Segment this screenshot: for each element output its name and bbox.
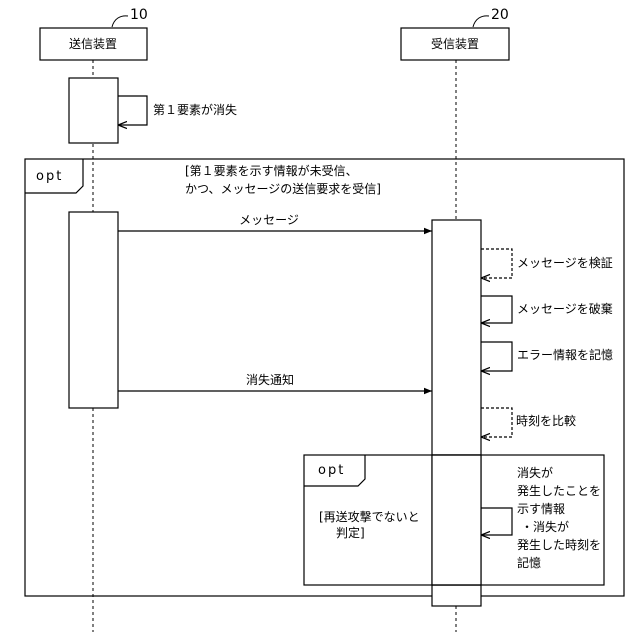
message-arrow-label: メッセージ <box>239 213 299 228</box>
self-message-lost-label: 第１要素が消失 <box>153 103 237 118</box>
receiver-activation-front <box>432 455 481 585</box>
self-message-store-label-line5: 発生した時刻を <box>517 538 601 553</box>
self-message-lost <box>118 96 147 125</box>
participant-sender-label: 送信装置 <box>69 37 117 52</box>
self-message-store <box>481 508 512 535</box>
participant-receiver-label: 受信装置 <box>431 37 479 52</box>
ref-leader-sender <box>112 16 128 27</box>
fragment-outer-guard-line1: [第１要素を示す情報が未受信、 <box>185 164 358 179</box>
self-message-store-label-line3: 示す情報 <box>517 502 565 517</box>
sender-activation-2 <box>69 212 118 408</box>
self-message-discard <box>481 296 512 323</box>
fragment-inner-guard-line2: 判定] <box>336 526 365 541</box>
sender-activation-1 <box>69 78 118 143</box>
self-message-store-label-line1: 消失が <box>517 466 553 481</box>
self-message-store-label-line4: ・消失が <box>521 520 569 535</box>
self-message-compare-label: 時刻を比較 <box>516 414 576 429</box>
self-message-store-label-line2: 発生したことを <box>517 484 601 499</box>
self-message-discard-label: メッセージを破棄 <box>517 302 613 317</box>
self-message-compare <box>481 408 512 437</box>
participant-receiver-ref: 20 <box>491 8 509 23</box>
self-message-record <box>481 342 512 371</box>
fragment-inner-tag: opt <box>318 463 345 478</box>
fragment-outer-guard-line2: かつ、メッセージの送信要求を受信] <box>185 182 381 197</box>
fragment-inner-guard-line1: [再送攻撃でないと <box>319 510 420 525</box>
self-message-verify-label: メッセージを検証 <box>517 256 613 271</box>
self-message-record-label: エラー情報を記憶 <box>517 348 613 363</box>
self-message-verify <box>481 249 512 278</box>
self-message-store-label-line6: 記憶 <box>517 556 541 571</box>
fragment-outer-tag: opt <box>36 169 63 184</box>
participant-sender-ref: 10 <box>130 8 148 23</box>
loss-notification-label: 消失通知 <box>246 373 294 388</box>
ref-leader-receiver <box>473 16 489 27</box>
